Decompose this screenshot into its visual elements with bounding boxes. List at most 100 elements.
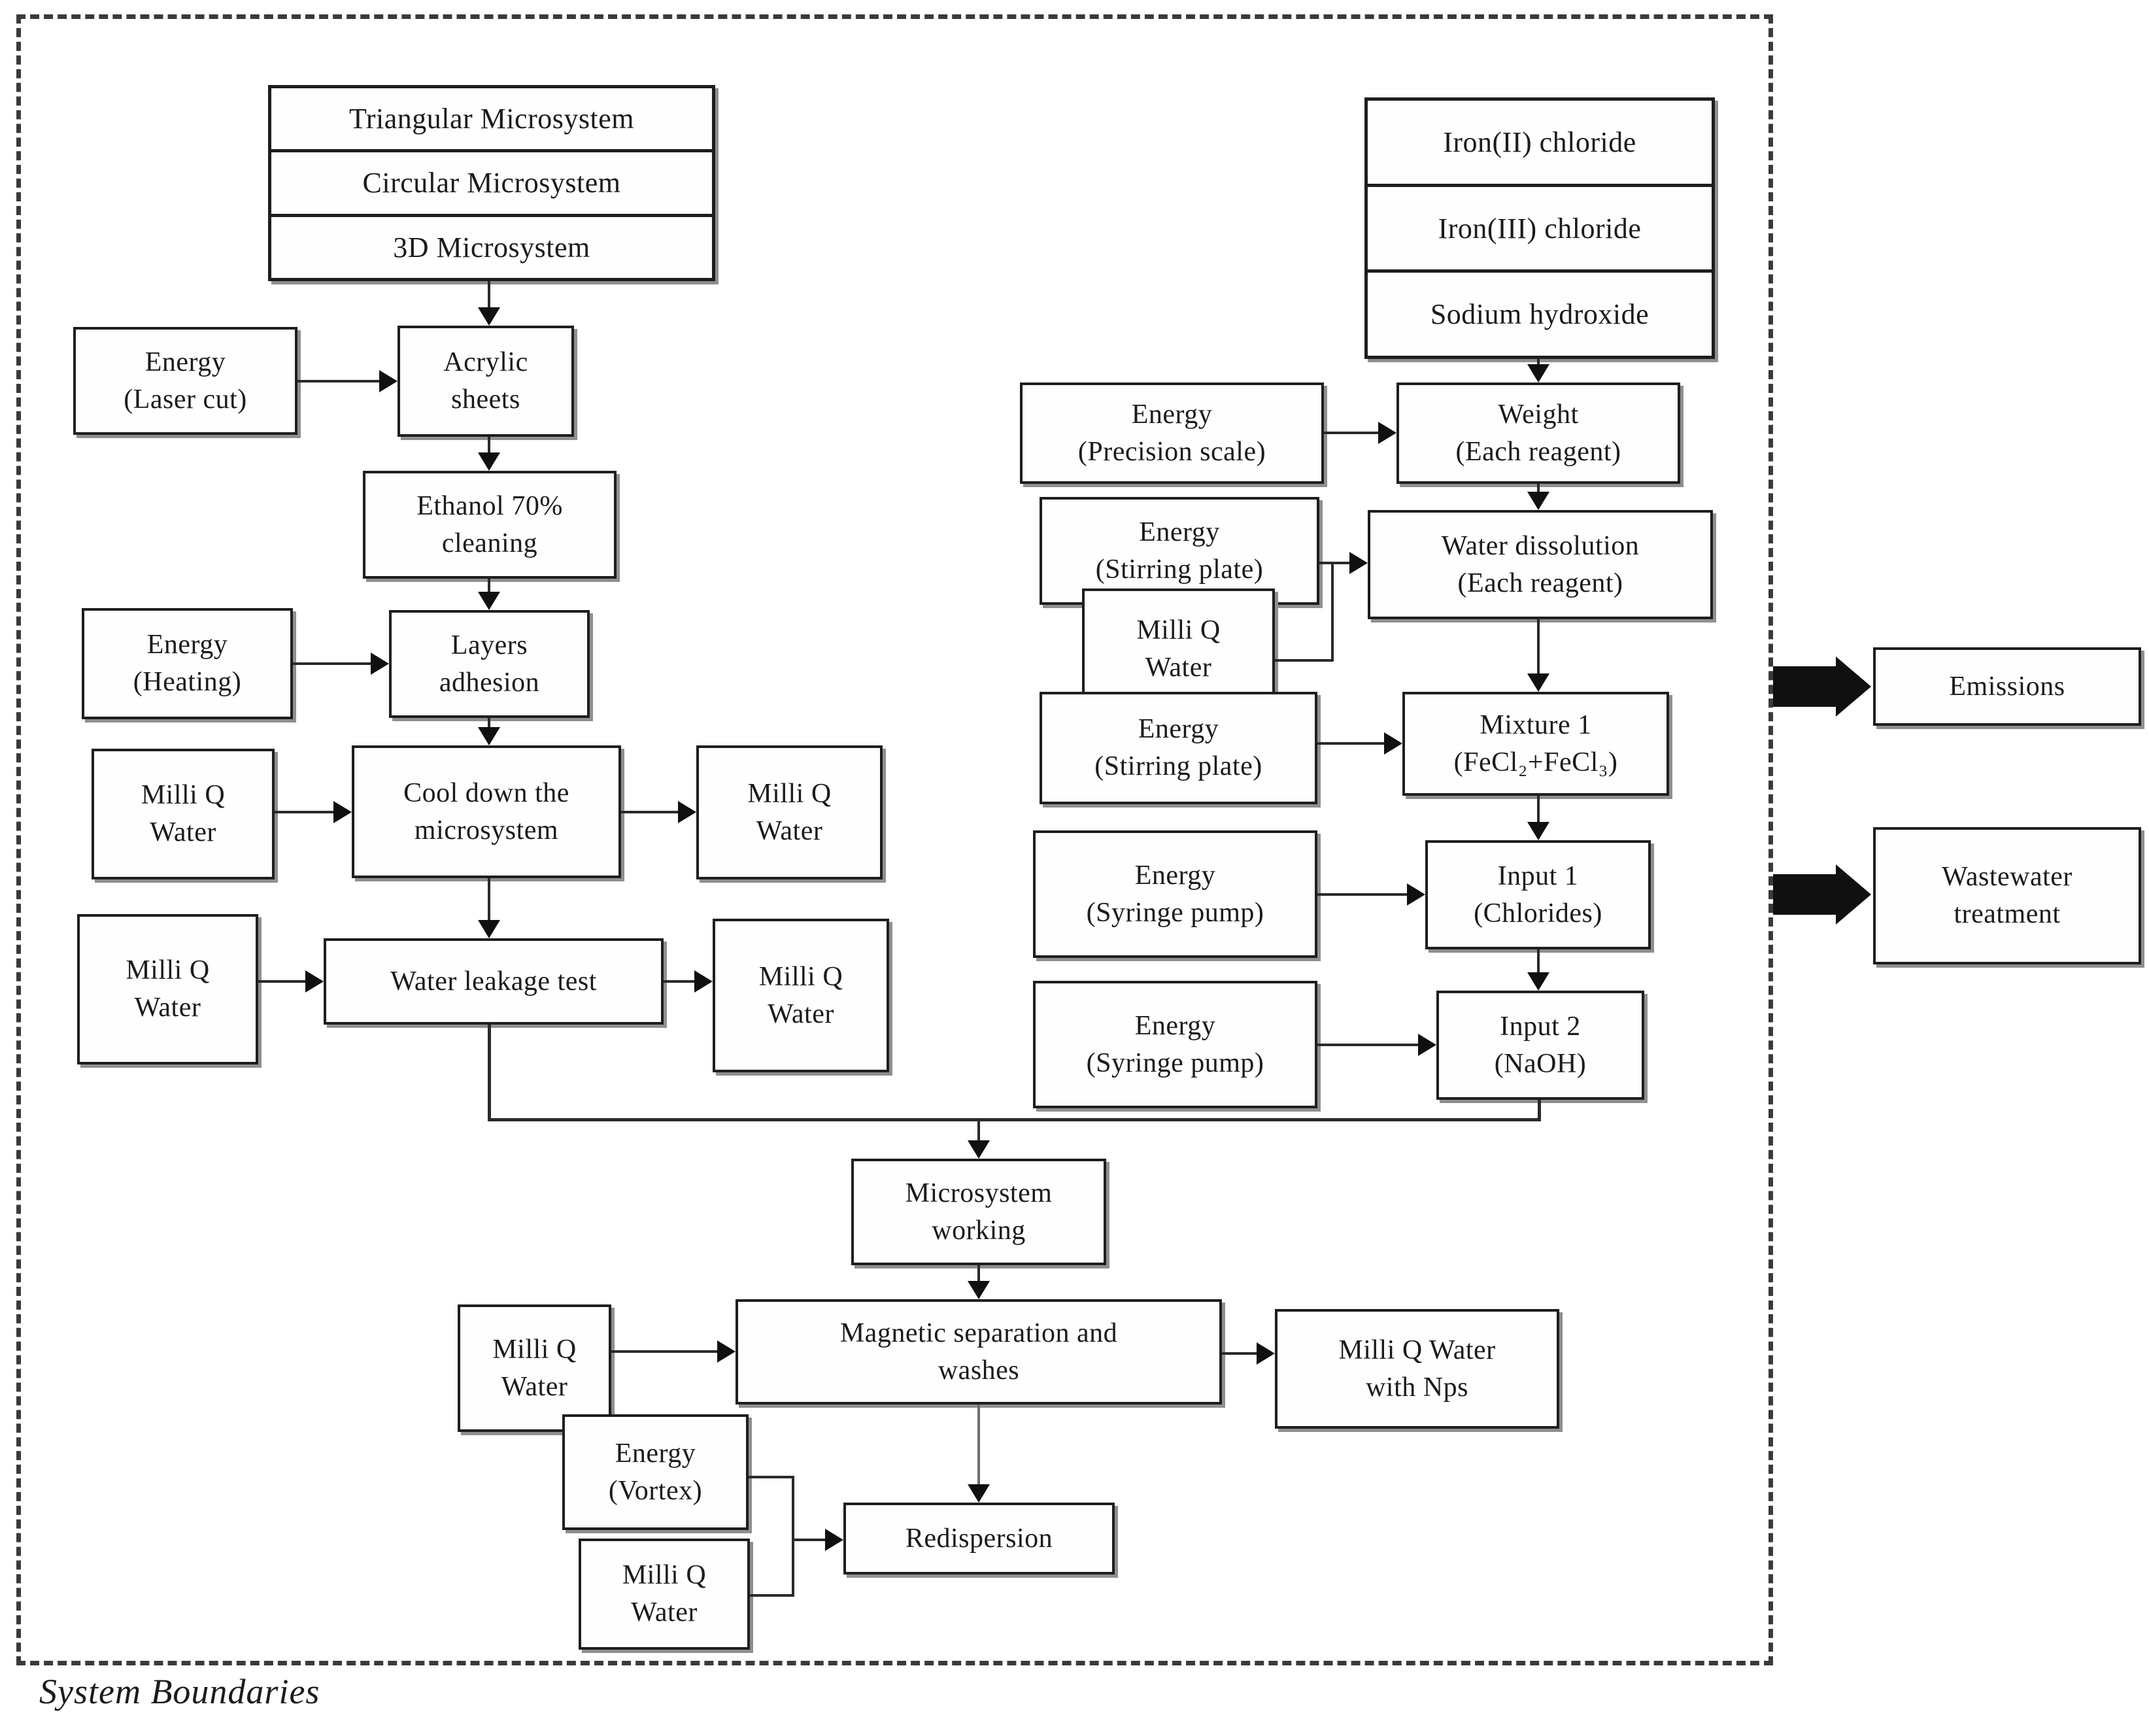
arrowhead-leakage-to-milliq bbox=[694, 970, 713, 993]
system-boundaries-label: System Boundaries bbox=[39, 1672, 320, 1711]
node-milliq-leakage-out: Milli Q Water bbox=[713, 919, 889, 1072]
line-syringe2-to-input2 bbox=[1317, 1044, 1419, 1046]
node-microsystem-working: Microsystem working bbox=[851, 1159, 1106, 1265]
line-layers-to-cooldown bbox=[488, 718, 490, 728]
block-arrow-emissions-shaft bbox=[1773, 666, 1837, 707]
node-milliq-leakage-in: Milli Q Water bbox=[77, 914, 258, 1064]
line-stirring2-to-mixture bbox=[1317, 742, 1385, 745]
node-energy-laser: Energy (Laser cut) bbox=[73, 327, 297, 435]
arrowhead-laser-to-acrylic bbox=[379, 370, 398, 392]
arrowhead-precision-to-weight bbox=[1378, 422, 1396, 444]
arrowhead-microsystem-to-magnetic bbox=[968, 1281, 990, 1299]
line-weight-to-dissolution bbox=[1537, 484, 1540, 493]
arrowhead-input1-to-input2 bbox=[1527, 972, 1549, 991]
node-energy-stirring-2: Energy (Stirring plate) bbox=[1040, 692, 1317, 804]
arrowhead-bracket-to-redispersion bbox=[825, 1529, 843, 1551]
arrowhead-weight-to-dissolution bbox=[1527, 492, 1549, 510]
line-input2-drop bbox=[1538, 1100, 1541, 1121]
node-magnetic-separation: Magnetic separation and washes bbox=[736, 1299, 1222, 1404]
node-energy-heating: Energy (Heating) bbox=[82, 608, 293, 719]
arrowhead-heating-to-layers bbox=[371, 653, 389, 675]
arrowhead-variants-to-acrylic bbox=[478, 307, 500, 326]
line-magnetic-to-nps bbox=[1222, 1352, 1258, 1355]
line-stirring-bracket-vert bbox=[1331, 562, 1334, 662]
node-emissions: Emissions bbox=[1873, 647, 2141, 726]
node-energy-syringe-2: Energy (Syringe pump) bbox=[1033, 981, 1317, 1108]
reagents-box: Iron(II) chloride Iron(III) chloride Sod… bbox=[1364, 97, 1715, 359]
node-redispersion: Redispersion bbox=[843, 1503, 1115, 1574]
arrowhead-syringe2-to-input2 bbox=[1418, 1034, 1436, 1056]
line-vortex-bracket-vert bbox=[792, 1476, 794, 1597]
system-boundary-frame bbox=[16, 14, 1773, 1665]
block-arrow-wastewater-shaft bbox=[1773, 874, 1837, 915]
line-input1-to-input2 bbox=[1537, 949, 1540, 974]
variant-triangular: Triangular Microsystem bbox=[349, 103, 634, 135]
arrowhead-milliq-to-magnetic bbox=[717, 1340, 736, 1363]
node-ethanol-cleaning: Ethanol 70% cleaning bbox=[363, 471, 617, 579]
line-merge-to-microsystem bbox=[977, 1121, 980, 1142]
arrowhead-cooldown-to-milliq bbox=[678, 801, 696, 823]
node-milliq-with-nps: Milli Q Water with Nps bbox=[1275, 1309, 1559, 1429]
line-vortex-bracket-top bbox=[749, 1476, 794, 1478]
node-acrylic-sheets: Acrylic sheets bbox=[398, 326, 574, 437]
line-stirring-bracket-top bbox=[1319, 562, 1349, 564]
node-input-2: Input 2 (NaOH) bbox=[1436, 991, 1644, 1100]
node-energy-vortex: Energy (Vortex) bbox=[562, 1414, 749, 1530]
block-arrow-wastewater-head bbox=[1836, 864, 1871, 925]
line-mixture-to-input1 bbox=[1537, 796, 1540, 823]
line-precision-to-weight bbox=[1324, 432, 1379, 434]
node-water-leakage-test: Water leakage test bbox=[324, 938, 664, 1025]
node-milliq-magnetic-in: Milli Q Water bbox=[458, 1304, 611, 1432]
block-arrow-emissions-head bbox=[1836, 656, 1871, 717]
reagent-iron2: Iron(II) chloride bbox=[1443, 126, 1636, 158]
arrowhead-milliq-to-leakage bbox=[305, 970, 324, 993]
arrowhead-layers-to-cooldown bbox=[478, 727, 500, 745]
node-mixture-1: Mixture 1 (FeCl₂+FeCl₃) bbox=[1402, 692, 1669, 796]
arrowhead-magnetic-to-redispersion bbox=[968, 1484, 990, 1503]
line-acrylic-to-ethanol bbox=[488, 437, 490, 454]
node-wastewater: Wastewater treatment bbox=[1873, 827, 2141, 964]
node-milliq-dissolution: Milli Q Water bbox=[1082, 588, 1275, 709]
node-energy-precision: Energy (Precision scale) bbox=[1020, 383, 1324, 484]
line-microsystem-to-magnetic bbox=[977, 1265, 980, 1282]
arrowhead-merge-to-microsystem bbox=[968, 1140, 990, 1159]
reagent-iron3: Iron(III) chloride bbox=[1368, 183, 1712, 270]
line-magnetic-to-redispersion bbox=[977, 1404, 980, 1486]
line-milliq-to-leakage bbox=[258, 980, 307, 983]
line-milliq-to-magnetic bbox=[611, 1350, 719, 1353]
arrowhead-reagents-to-weight bbox=[1527, 364, 1549, 383]
node-input-1: Input 1 (Chlorides) bbox=[1425, 840, 1651, 949]
arrowhead-mixture-to-input1 bbox=[1527, 822, 1549, 840]
arrowhead-stirring2-to-mixture bbox=[1384, 732, 1402, 755]
line-leakage-drop bbox=[488, 1025, 491, 1121]
arrowhead-ethanol-to-layers bbox=[478, 592, 500, 610]
line-leakage-to-milliq bbox=[664, 980, 696, 983]
node-milliq-vortex: Milli Q Water bbox=[579, 1539, 750, 1650]
line-cooldown-to-leakage bbox=[488, 878, 490, 921]
arrowhead-bracket-to-dissolution bbox=[1349, 552, 1368, 574]
line-merge-rail bbox=[488, 1118, 1541, 1121]
arrowhead-dissolution-to-mixture bbox=[1527, 673, 1549, 692]
line-milliq-to-cooldown bbox=[275, 811, 335, 813]
reagent-naoh: Sodium hydroxide bbox=[1368, 269, 1712, 356]
arrowhead-syringe1-to-input1 bbox=[1407, 883, 1425, 906]
line-vortex-bracket-bottom bbox=[750, 1594, 794, 1597]
line-heating-to-layers bbox=[293, 662, 372, 665]
line-variants-to-acrylic bbox=[488, 281, 490, 307]
line-milliq-bracket-bottom bbox=[1275, 659, 1334, 662]
line-ethanol-to-layers bbox=[488, 579, 490, 593]
variant-circular: Circular Microsystem bbox=[271, 149, 712, 213]
line-reagents-to-weight bbox=[1537, 359, 1540, 366]
node-energy-syringe-1: Energy (Syringe pump) bbox=[1033, 830, 1317, 958]
arrowhead-milliq-to-cooldown bbox=[333, 801, 352, 823]
arrowhead-magnetic-to-nps bbox=[1257, 1342, 1275, 1365]
node-milliq-cooldown-out: Milli Q Water bbox=[696, 745, 883, 879]
node-water-dissolution: Water dissolution (Each reagent) bbox=[1368, 510, 1713, 619]
node-milliq-cooldown-in: Milli Q Water bbox=[92, 749, 275, 879]
line-bracket-to-redispersion bbox=[794, 1539, 826, 1541]
line-laser-to-acrylic bbox=[297, 380, 379, 383]
line-syringe1-to-input1 bbox=[1317, 893, 1408, 896]
node-cooldown: Cool down the microsystem bbox=[352, 745, 621, 878]
node-layers-adhesion: Layers adhesion bbox=[389, 610, 590, 718]
